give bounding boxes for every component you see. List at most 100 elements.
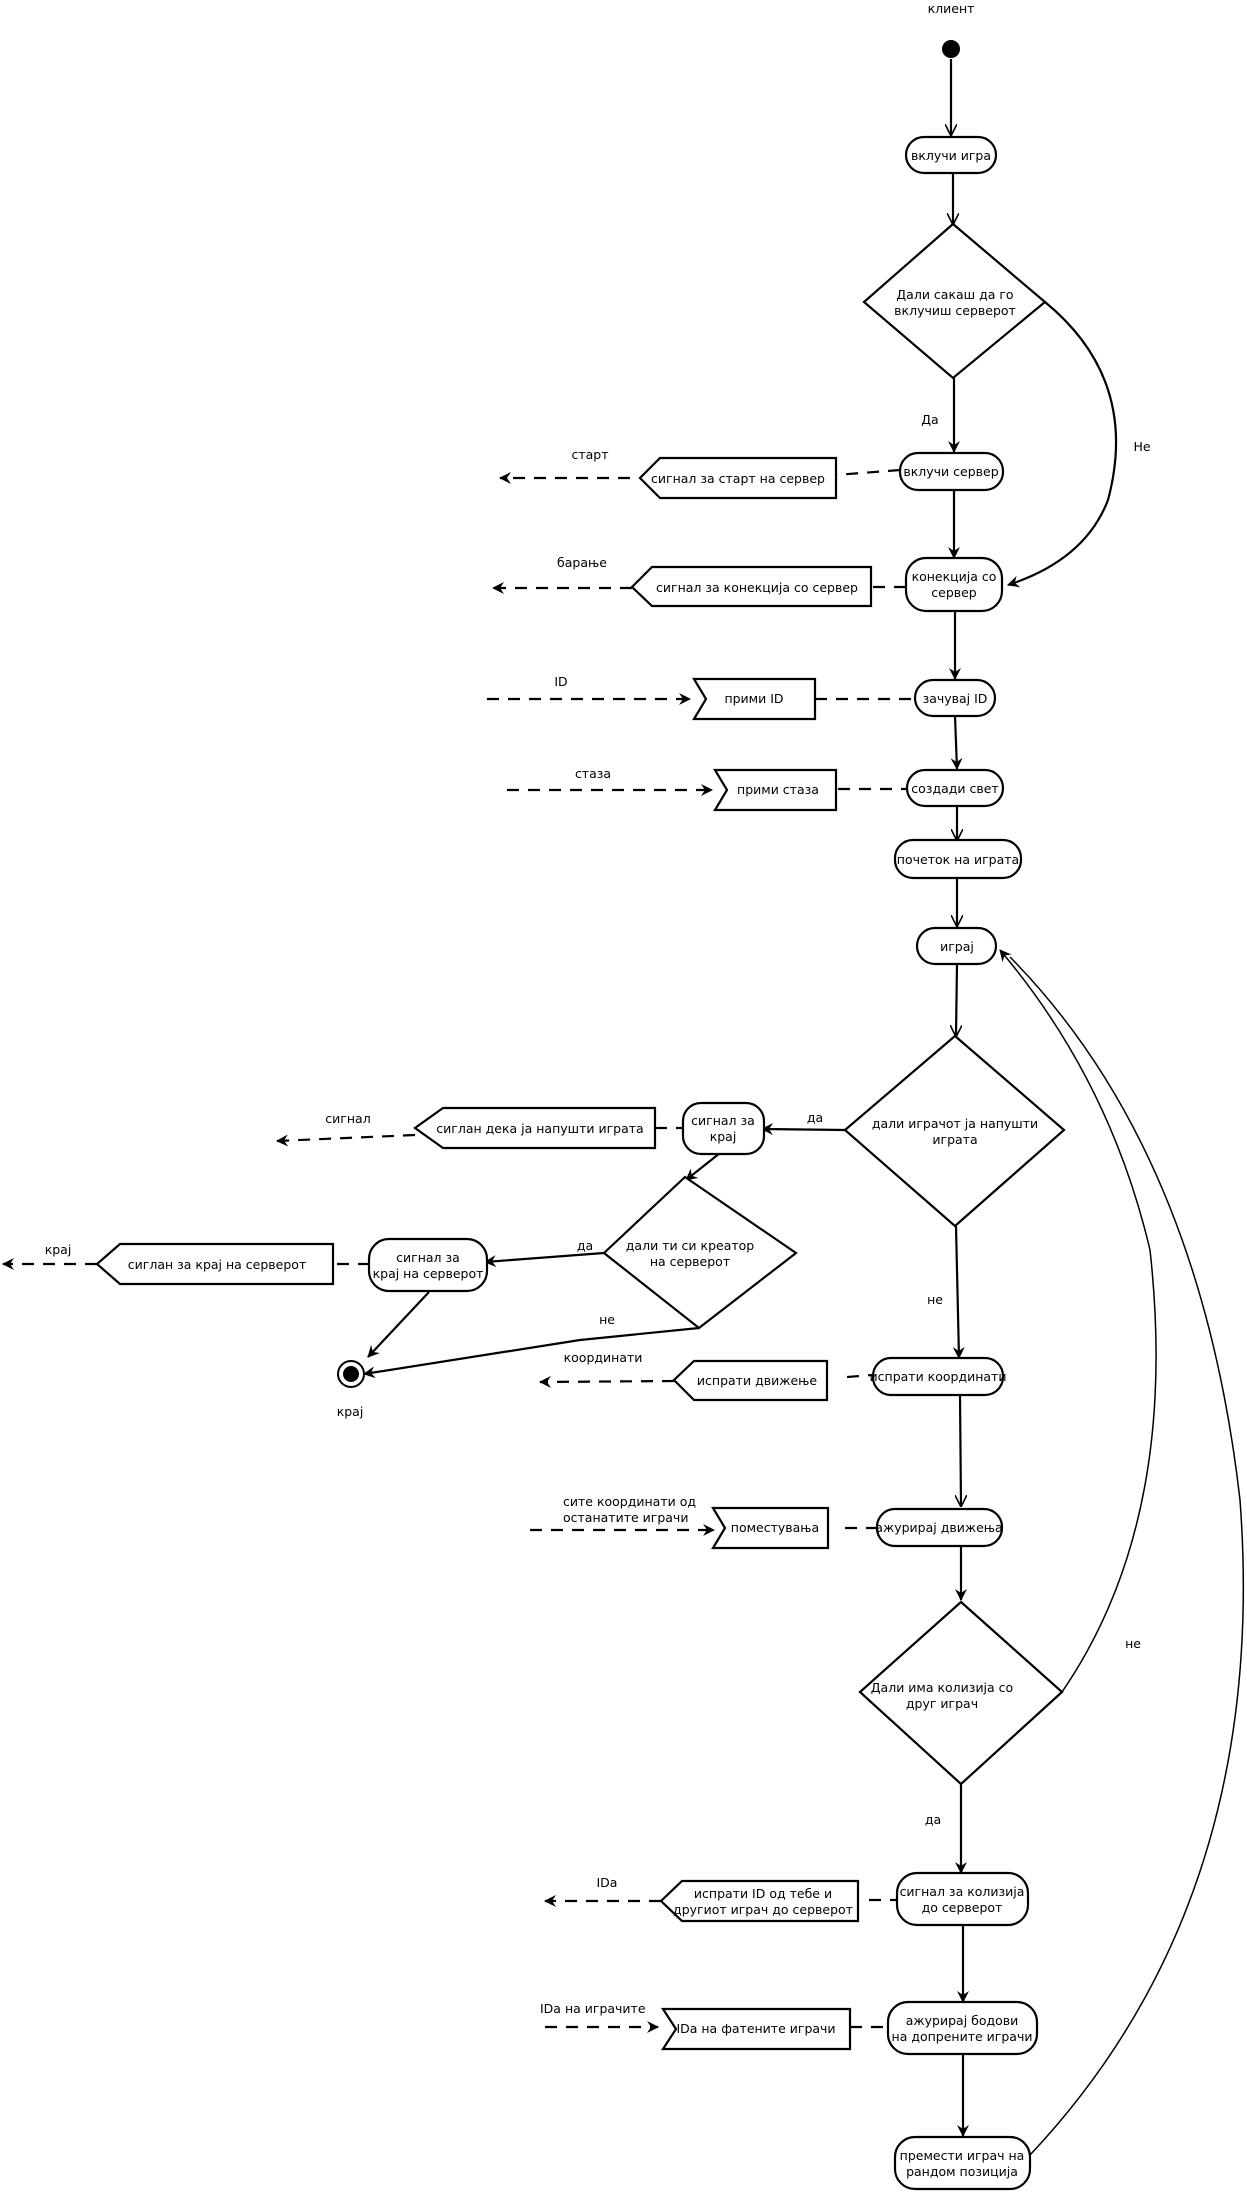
flow-d3-no-to-end [363, 1326, 700, 1379]
svg-text:рандом позиција: рандом позиција [906, 2164, 1018, 2179]
svg-text:до серверот: до серверот [922, 1900, 1003, 1915]
action-create-world: создади свет [905, 768, 1005, 808]
svg-text:вклучи сервер: вклучи сервер [903, 464, 998, 479]
svg-text:прими ID: прими ID [724, 691, 783, 706]
flow-label-track: стаза [575, 766, 611, 781]
svg-text:Дали има колизија со: Дали има колизија со [871, 1680, 1013, 1695]
action-start-game: вклучи игра [904, 135, 998, 175]
receive-signal-id: прими ID [692, 677, 817, 721]
guard-d2-no: не [927, 1292, 943, 1307]
guard-d1-yes: Да [921, 412, 938, 427]
send-signal-start: сигнал за старт на сервер [638, 456, 838, 500]
final-node-label: крај [337, 1404, 364, 1419]
flow-label-coordinates: координати [564, 1350, 643, 1365]
svg-text:дали играчот ја напушти: дали играчот ја напушти [872, 1116, 1038, 1131]
send-signal-connect: сигнал за конекција со сервер [630, 565, 873, 608]
dash-a2-to-s1 [835, 468, 901, 477]
svg-text:ажурирај движења: ажурирај движења [875, 1520, 1002, 1535]
send-signal-collision-ids: испрати ID од тебе и другиот играч до се… [659, 1879, 860, 1923]
action-update-points: ажурирај бодови на допрените играчи [886, 2000, 1039, 2056]
svg-text:испрати движење: испрати движење [697, 1373, 817, 1388]
action-connect-server: конекција со сервер [904, 556, 1004, 613]
send-signal-movement: испрати движење [672, 1359, 829, 1402]
guard-d3-yes: да [577, 1238, 593, 1253]
svg-text:сигнал за колизија: сигнал за колизија [900, 1884, 1025, 1899]
svg-text:сигнал за: сигнал за [691, 1113, 755, 1128]
svg-text:испрати ID од тебе и: испрати ID од тебе и [694, 1886, 832, 1901]
svg-text:зачувај ID: зачувај ID [923, 691, 988, 706]
flow-d1-no-to-a3 [1007, 301, 1118, 588]
receive-signal-caught-ids: IDa на фатените играчи [660, 2007, 852, 2051]
guard-d3-no: не [599, 1312, 615, 1327]
svg-text:вклучиш серверот: вклучиш серверот [894, 303, 1016, 318]
guard-d4-yes: да [925, 1812, 941, 1827]
svg-text:на допрените играчи: на допрените играчи [892, 2029, 1033, 2044]
svg-text:сиглан дека ја напушти играта: сиглан дека ја напушти играта [436, 1121, 643, 1136]
flow-a4-to-a5 [950, 715, 963, 770]
svg-text:на серверот: на серверот [650, 1254, 730, 1269]
send-signal-left-game: сиглан дека ја напушти играта [413, 1106, 657, 1150]
svg-text:Дали сакаш да го: Дали сакаш да го [896, 287, 1013, 302]
flow-a9-to-end [367, 1291, 430, 1358]
action-collision-signal: сигнал за колизија до серверот [895, 1871, 1030, 1927]
flow-label-id: ID [554, 674, 567, 689]
flow-label-ids: IDa [597, 1875, 618, 1890]
svg-text:крај: крај [710, 1129, 737, 1144]
svg-text:сервер: сервер [931, 585, 977, 600]
swimlane-title: клиент [928, 1, 975, 16]
svg-text:играј: играј [940, 939, 974, 954]
svg-text:другиот играч до серверот: другиот играч до серверот [673, 1902, 853, 1917]
decision-start-server: Дали сакаш да го вклучиш серверот [862, 222, 1047, 380]
flow-label-all-coordinates-2: останатите играчи [563, 1510, 688, 1525]
action-game-start: почеток на играта [893, 838, 1023, 880]
svg-text:IDa на фатените играчи: IDa на фатените играчи [676, 2021, 835, 2036]
flow-a14-to-a7 [1009, 956, 1245, 2156]
svg-text:испрати координати: испрати координати [870, 1369, 1007, 1384]
flow-d4-no-to-a7 [999, 949, 1157, 1693]
svg-text:крај на серверот: крај на серверот [373, 1266, 484, 1281]
receive-signal-track: прими стаза [713, 768, 838, 812]
action-send-coordinates: испрати координати [870, 1356, 1007, 1397]
svg-text:премести играч на: премести играч на [900, 2148, 1025, 2163]
svg-text:поместувања: поместувања [731, 1520, 819, 1535]
action-save-id: зачувај ID [913, 678, 997, 718]
dash-s3-out [276, 1133, 416, 1147]
svg-text:почеток на играта: почеток на играта [897, 852, 1019, 867]
svg-text:сиглан за крај на серверот: сиглан за крај на серверот [128, 1257, 306, 1272]
action-end-server-signal: сигнал за крај на серверот [367, 1237, 489, 1293]
svg-text:сигнал за старт на сервер: сигнал за старт на сервер [651, 471, 825, 486]
svg-text:дали ти си креатор: дали ти си креатор [626, 1238, 755, 1253]
flow-a8-to-d3 [685, 1152, 721, 1181]
action-move-player: премести играч на рандом позиција [893, 2135, 1032, 2191]
action-end-signal: сигнал за крај [681, 1101, 766, 1156]
decision-server-creator: дали ти си креатор на серверот [602, 1175, 798, 1330]
flow-a10-to-a11 [960, 1394, 961, 1506]
svg-text:сигнал за: сигнал за [396, 1250, 460, 1265]
decision-collision: Дали има колизија со друг играч [858, 1600, 1064, 1786]
flow-d3-yes-to-a9 [484, 1251, 605, 1268]
final-node [337, 1360, 365, 1388]
flow-label-all-coordinates-1: сите координати од [563, 1494, 696, 1509]
svg-text:играта: играта [932, 1132, 977, 1147]
guard-d1-no: Не [1133, 439, 1150, 454]
action-play: играј [915, 926, 998, 966]
svg-text:прими стаза: прими стаза [737, 782, 819, 797]
svg-text:сигнал за конекција со сервер: сигнал за конекција со сервер [656, 580, 858, 595]
svg-text:вклучи игра: вклучи игра [911, 148, 991, 163]
svg-text:ажурирај бодови: ажурирај бодови [906, 2013, 1019, 2028]
decision-player-left: дали играчот ја напушти играта [843, 1034, 1066, 1228]
receive-signal-moves: поместувања [711, 1506, 830, 1550]
guard-d2-yes: да [807, 1110, 823, 1125]
dash-a10-to-s5 [846, 1373, 873, 1379]
flow-label-player-ids: IDa на играчите [540, 2001, 646, 2016]
flow-label-request: барање [557, 555, 607, 570]
svg-text:конекција со: конекција со [912, 569, 997, 584]
flow-d2-no-to-a10 [952, 1225, 965, 1359]
flow-label-end: крај [45, 1242, 72, 1257]
svg-text:друг играч: друг играч [906, 1696, 978, 1711]
guard-d4-no: не [1125, 1636, 1141, 1651]
initial-node [942, 40, 960, 58]
send-signal-end-server: сиглан за крај на серверот [95, 1242, 335, 1286]
action-start-server: вклучи сервер [898, 451, 1005, 492]
